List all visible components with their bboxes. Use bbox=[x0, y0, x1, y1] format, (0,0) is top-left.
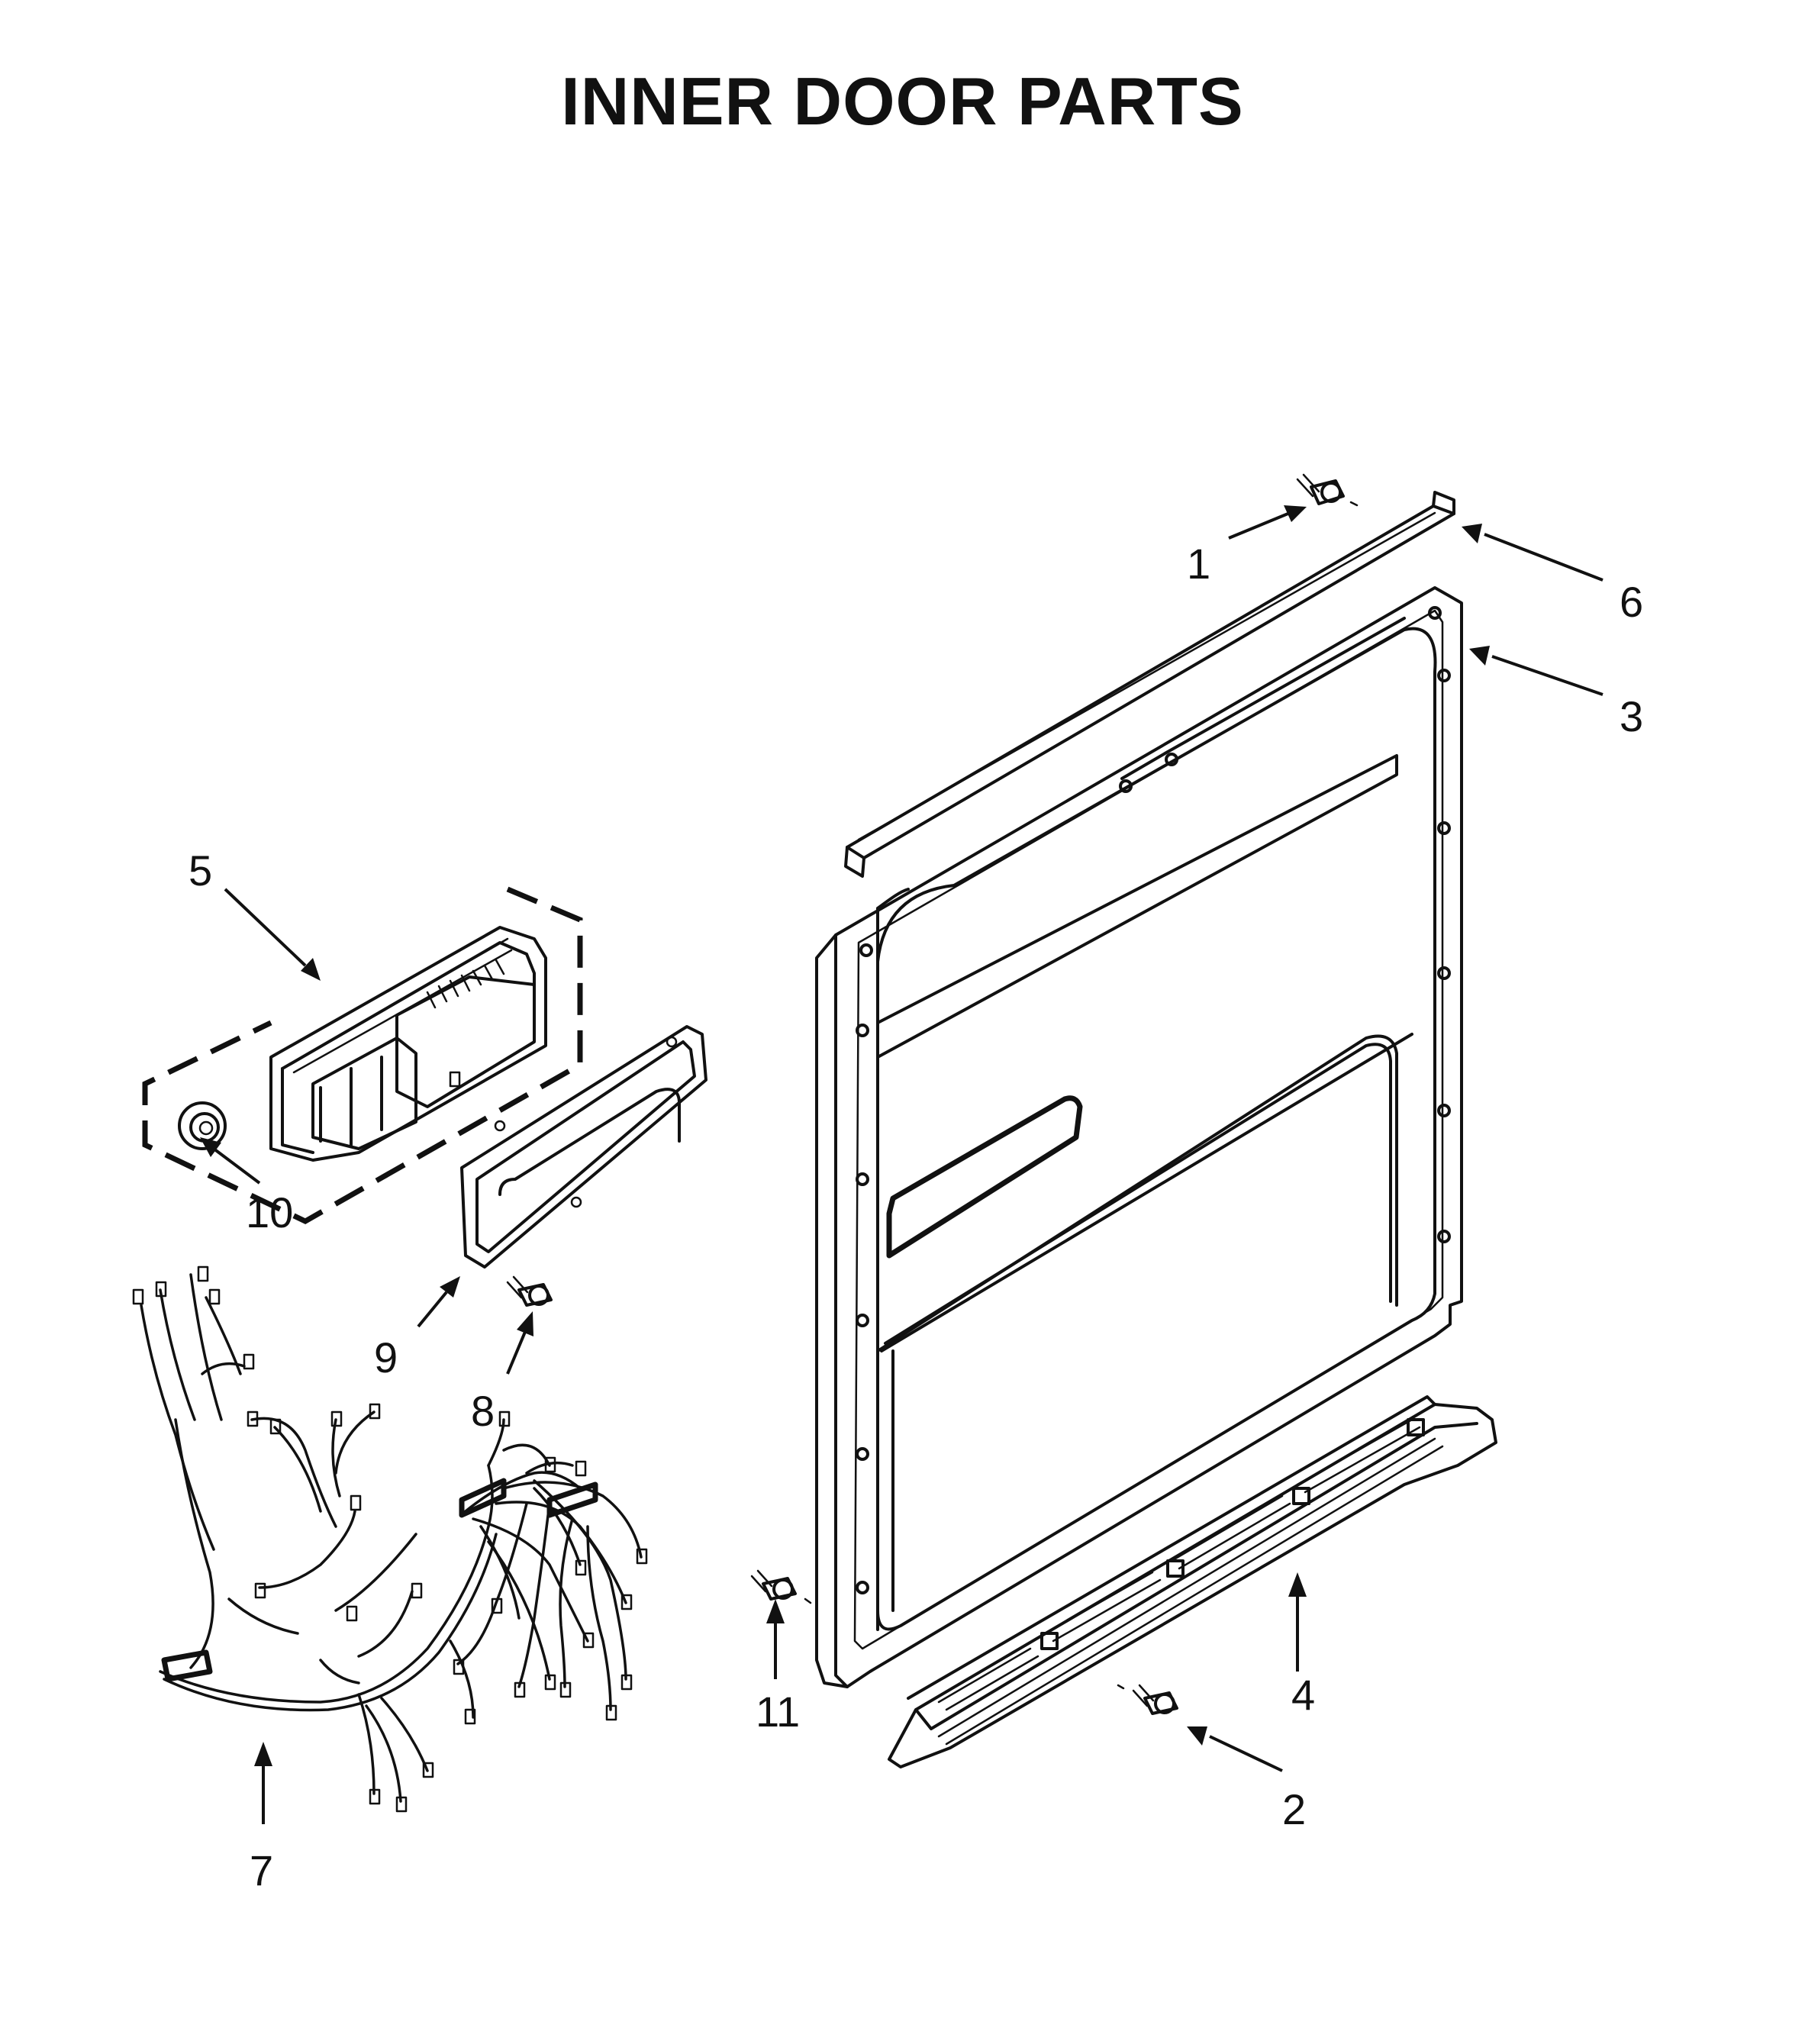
inner-door-panel-part[interactable] bbox=[815, 586, 1463, 1688]
callout-7: 7 bbox=[250, 1846, 273, 1894]
callout-3: 3 bbox=[1620, 692, 1643, 740]
screw-top-part[interactable] bbox=[1296, 473, 1359, 507]
callout-labels: 1 2 3 4 5 6 7 8 9 10 11 bbox=[189, 540, 1643, 1894]
callout-2: 2 bbox=[1282, 1785, 1306, 1833]
callout-6: 6 bbox=[1620, 578, 1643, 626]
screw-left-bottom-part[interactable] bbox=[750, 1569, 812, 1604]
screw-gasket-part[interactable] bbox=[506, 1275, 553, 1307]
top-strip-part[interactable] bbox=[844, 491, 1455, 878]
callout-1: 1 bbox=[1187, 540, 1210, 588]
wire-harness-part[interactable] bbox=[132, 1265, 648, 1813]
screw-bottom-part[interactable] bbox=[1117, 1684, 1178, 1715]
callout-9: 9 bbox=[374, 1333, 398, 1381]
gasket-part[interactable] bbox=[460, 1025, 707, 1269]
callout-8: 8 bbox=[471, 1387, 495, 1435]
control-module-part[interactable] bbox=[142, 886, 583, 1224]
callout-10: 10 bbox=[246, 1188, 293, 1236]
callout-11: 11 bbox=[756, 1688, 800, 1736]
leader-arrows bbox=[200, 505, 1604, 1824]
callout-4: 4 bbox=[1291, 1671, 1315, 1719]
bottom-strip-part[interactable] bbox=[888, 1395, 1497, 1768]
page-title: INNER DOOR PARTS bbox=[561, 63, 1244, 139]
callout-5: 5 bbox=[189, 846, 212, 895]
